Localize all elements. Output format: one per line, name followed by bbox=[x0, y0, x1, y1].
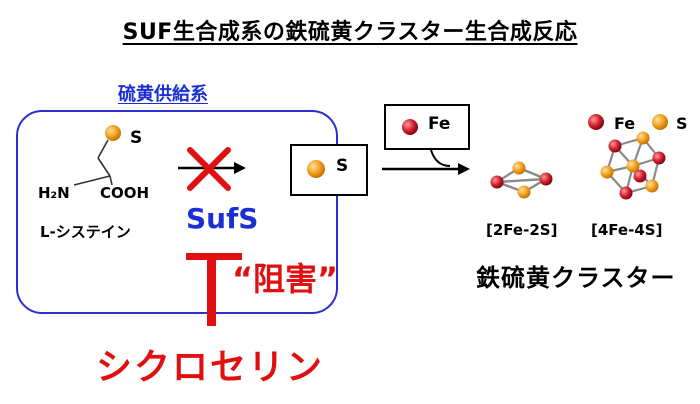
cysteine-sulfur-label: S bbox=[130, 128, 143, 148]
legend-fe-icon bbox=[588, 114, 604, 130]
iron-atom-icon bbox=[402, 119, 418, 135]
cluster-2fe2s-model bbox=[490, 161, 553, 199]
cluster-4fe4s-model bbox=[600, 131, 666, 200]
cluster-4fe4s-label: [4Fe-4S] bbox=[591, 221, 663, 239]
legend-s-icon bbox=[652, 114, 668, 130]
diagram-title: SUF生合成系の鉄硫黄クラスター生合成反応 bbox=[122, 20, 578, 45]
iron-box bbox=[384, 104, 470, 150]
cycloserine-label: シクロセリン bbox=[95, 347, 324, 388]
cysteine-amine-label: H₂N bbox=[38, 184, 70, 202]
cysteine-carboxyl-label: COOH bbox=[100, 184, 150, 202]
inhibition-label: “阻害” bbox=[232, 260, 339, 298]
sulfur-supply-system-box bbox=[16, 110, 338, 314]
sulfur-box-label: S bbox=[336, 156, 349, 176]
iron-box-label: Fe bbox=[428, 114, 451, 134]
blocked-arrow bbox=[178, 147, 246, 191]
cysteine-structure bbox=[73, 139, 113, 186]
sulfur-atom-icon bbox=[307, 160, 325, 178]
iron-sulfur-cluster-label: 鉄硫黄クラスター bbox=[476, 264, 676, 292]
legend-s-label: S bbox=[676, 114, 688, 133]
cysteine-name: L-システイン bbox=[40, 223, 131, 241]
sulfur-box bbox=[290, 144, 368, 196]
inhibition-bar bbox=[186, 253, 242, 326]
cysteine-sulfur-atom bbox=[105, 125, 121, 141]
legend-fe-label: Fe bbox=[614, 114, 636, 133]
sulfur-supply-system-label: 硫黄供給系 bbox=[118, 84, 208, 105]
cluster-2fe2s-label: [2Fe-2S] bbox=[486, 221, 558, 239]
sufs-enzyme-label: SufS bbox=[186, 202, 259, 235]
reaction-arrow bbox=[382, 149, 470, 175]
